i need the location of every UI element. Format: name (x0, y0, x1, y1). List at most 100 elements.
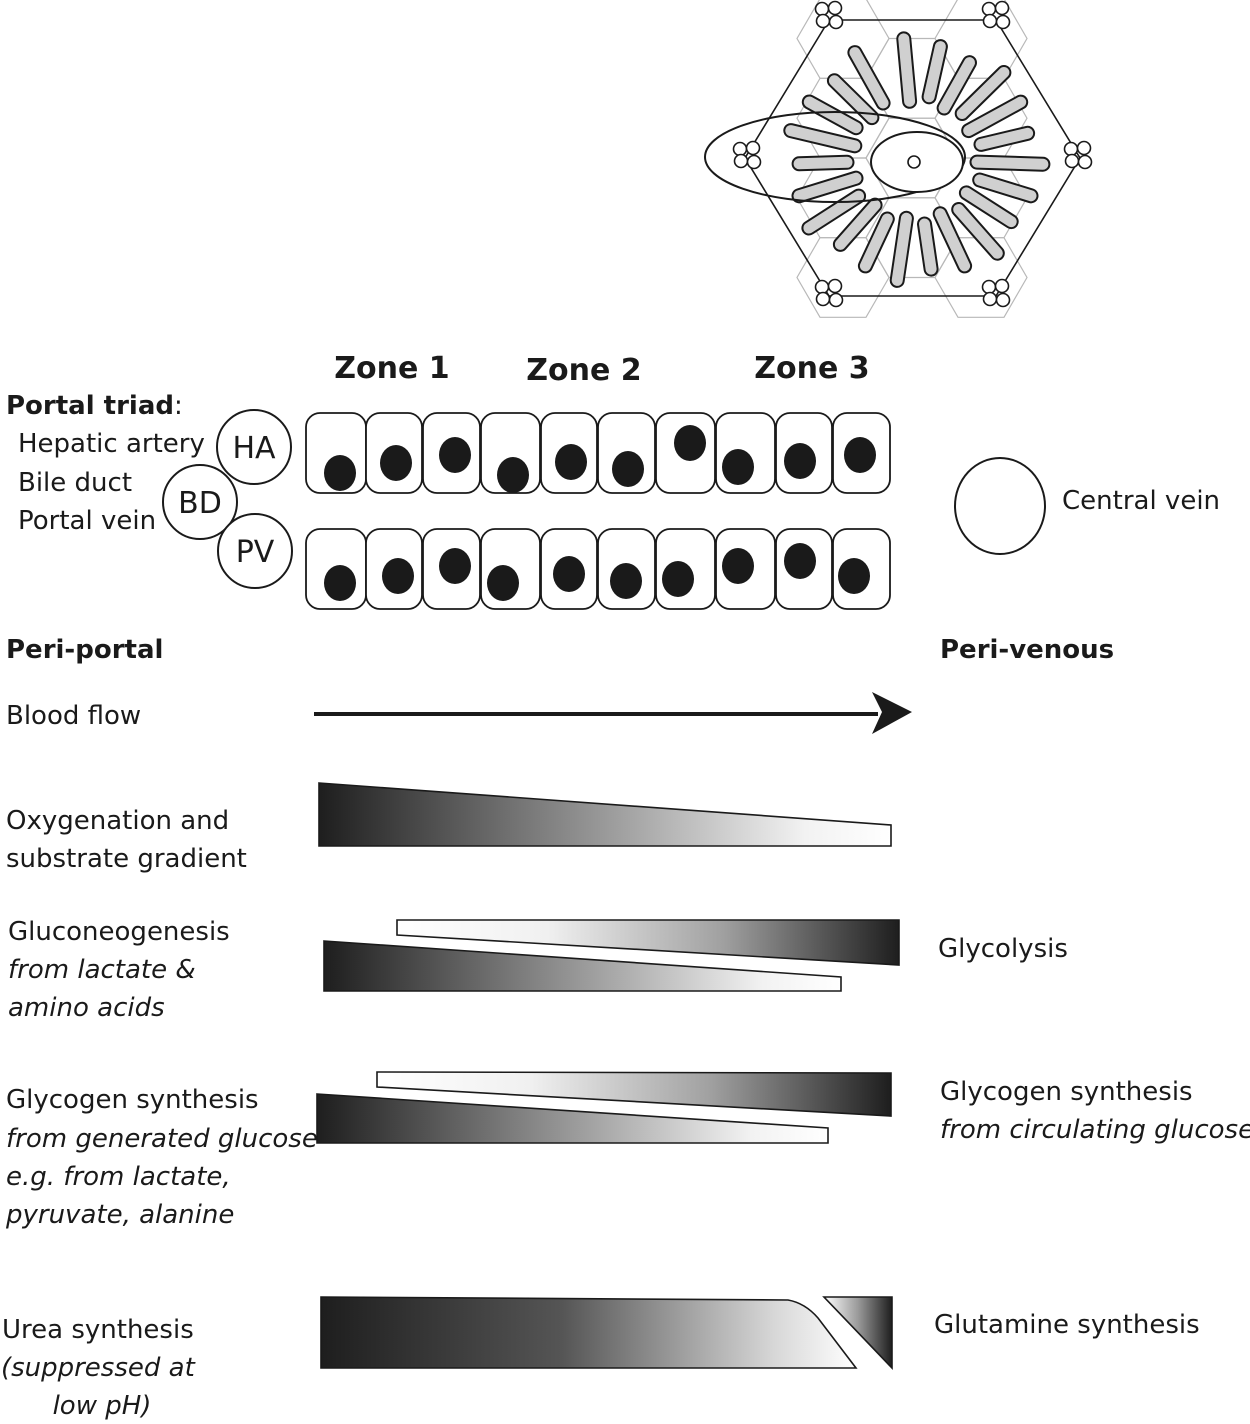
lobule-portal-triad-vessel (982, 13, 998, 29)
lobule-portal-triads (732, 0, 1093, 308)
hepatocyte-plate (785, 125, 861, 152)
central-vein-lumen (907, 155, 921, 169)
lobule-portal-triad-vessel (814, 279, 830, 295)
oxygenation-label: Oxygenation and substrate gradient (6, 806, 247, 874)
hepatocyte-plate (953, 204, 1003, 259)
lobule-portal-triad-vessel (814, 1, 830, 17)
hepatocyte-nucleus (674, 425, 706, 461)
lobule-portal-triad-vessel (995, 14, 1011, 30)
blood-flow-label: Blood flow (6, 701, 141, 731)
lobule-portal-triad-vessel (1063, 141, 1079, 157)
hepatocyte-nucleus (439, 437, 471, 473)
lobule-portal-triad-vessel (982, 291, 998, 307)
lobule-portal-triad-vessel (745, 140, 761, 156)
hepatocyte-nucleus (722, 449, 754, 485)
hepatocyte-plate (956, 67, 1010, 119)
hepatocyte-nucleus (610, 563, 642, 599)
hepatic-artery-abbr: HA (232, 431, 276, 466)
hepatocyte-nucleus (487, 565, 519, 601)
urea-synthesis-note: (suppressed at low pH) (1, 1353, 203, 1421)
lobule-grid-cell (934, 0, 1028, 79)
glycolysis-label: Glycolysis (938, 934, 1068, 964)
lobule-portal-triad-vessel (815, 291, 831, 307)
hepatocyte-nucleus (784, 443, 816, 479)
lobule-portal-triad-vessel (1076, 140, 1092, 156)
hepatocyte-nucleus (382, 558, 414, 594)
hepatocyte-plate (938, 57, 975, 114)
hepatocyte-plate (963, 96, 1027, 137)
hepatocyte-plate (898, 33, 916, 107)
hepatocyte-nucleus (555, 444, 587, 480)
hepatocyte-plate (793, 156, 853, 170)
lobule-portal-triad-vessel (1077, 154, 1093, 170)
glycogen-perivenous-wedge (376, 1071, 892, 1117)
gluconeogenesis-label: Gluconeogenesis (8, 917, 230, 947)
hepatocyte-plate (974, 174, 1037, 202)
central-vein-circle (954, 457, 1046, 555)
lobule-portal-triad-vessel (828, 292, 844, 308)
oxygenation-gradient-wedge (318, 782, 892, 847)
hepatocyte-plate (960, 187, 1017, 228)
lobule-portal-triad-vessel (827, 278, 843, 294)
lobule-portal-triad-vessel (828, 14, 844, 30)
gluconeogenesis-gradient-wedge (323, 940, 842, 992)
glutamine-synthesis-label: Glutamine synthesis (934, 1310, 1200, 1340)
glycogen-periportal-substrates: from generated glucose e.g. from lactate… (5, 1124, 326, 1230)
lobule-portal-triad-vessel (746, 154, 762, 170)
hepatocyte-nucleus (844, 437, 876, 473)
bile-duct-circle (162, 464, 238, 540)
hepatic-lobule-illustration (704, 0, 1093, 318)
hepatocyte-plate (793, 172, 862, 202)
hepatocyte-plate (891, 212, 912, 286)
hepatocyte-plate (919, 218, 937, 275)
glycogen-perivenous-label: Glycogen synthesis (940, 1077, 1193, 1107)
lobule-portal-triad-vessel (994, 0, 1010, 16)
hepatocyte-plates (783, 31, 1051, 288)
lobule-portal-triad-vessel (815, 13, 831, 29)
hepatocyte-plate (859, 213, 893, 272)
portal-triad-heading: Portal triad: (6, 391, 183, 421)
glycogen-perivenous-substrate: from circulating glucose (940, 1115, 1250, 1145)
hepatocyte-plate (828, 75, 878, 124)
lobule-portal-triad-vessel (732, 141, 748, 157)
urea-synthesis-wedge (320, 1296, 858, 1369)
hepatic-artery-circle (216, 409, 292, 485)
lobule-portal-triad-vessel (994, 278, 1010, 294)
lobule-grid-cell (796, 0, 890, 79)
glycogen-periportal-wedge (316, 1093, 829, 1144)
zone-1-label: Zone 1 (334, 351, 449, 386)
acinus-zone-outline (704, 111, 966, 203)
portal-vein-label: Portal vein (18, 506, 156, 536)
lobule-grid-cell (934, 237, 1028, 318)
lobule-portal-triad-vessel (733, 153, 749, 169)
bile-duct-abbr: BD (178, 486, 222, 521)
hepatocyte-plate (849, 47, 889, 109)
hepatocyte-nucleus (784, 543, 816, 579)
blood-flow-arrowhead (872, 692, 912, 734)
hepatocyte-plate (923, 41, 946, 103)
portal-vein-circle (217, 513, 293, 589)
hepatocyte-nucleus (662, 561, 694, 597)
hepatic-artery-label: Hepatic artery (18, 429, 205, 459)
hepatocyte-plate (803, 96, 862, 134)
glutamine-synthesis-wedge (822, 1296, 893, 1370)
lobule-portal-triad-vessel (995, 292, 1011, 308)
hepatocyte-plate (934, 208, 971, 272)
hepatocyte-rows (305, 412, 891, 610)
gluconeogenesis-substrates: from lactate & amino acids (8, 955, 204, 1023)
hepatocyte-nucleus (324, 565, 356, 601)
portal-vein-abbr: PV (236, 535, 275, 570)
hepatocyte-nucleus (838, 558, 870, 594)
zone-3-label: Zone 3 (754, 351, 869, 386)
hepatocyte-nucleus (553, 556, 585, 592)
hepatocyte-nucleus (380, 445, 412, 481)
hepatocyte-nucleus (439, 548, 471, 584)
lobule-portal-triad-vessel (1064, 153, 1080, 169)
hepatocyte-nucleus (497, 457, 529, 493)
lobule-portal-triad-vessel (981, 1, 997, 17)
lobule-portal-triad-vessel (981, 279, 997, 295)
lobule-portal-triad-vessel (827, 0, 843, 16)
glycogen-periportal-label: Glycogen synthesis (6, 1085, 259, 1115)
peri-venous-label: Peri-venous (940, 635, 1114, 665)
